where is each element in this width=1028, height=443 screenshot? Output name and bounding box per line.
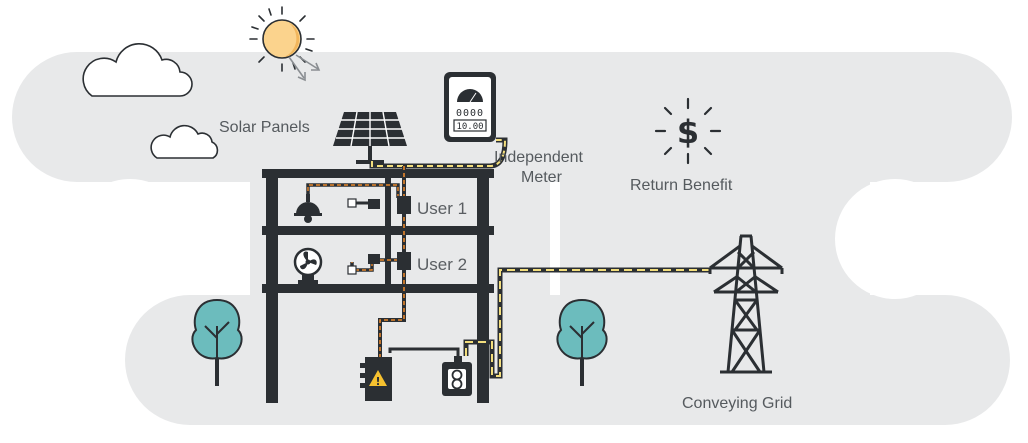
independent-meter-label-line2: Meter xyxy=(521,169,562,186)
sun-ray-arrow-icon xyxy=(288,54,321,82)
solar-panels-label: Solar Panels xyxy=(219,119,310,136)
conveying-grid-label: Conveying Grid xyxy=(682,395,793,412)
transformer-icon xyxy=(442,356,472,396)
svg-text:!: ! xyxy=(375,375,380,388)
independent-meter-icon: 0000 10.00 xyxy=(444,72,496,142)
fan-icon xyxy=(293,247,323,284)
return-benefit-label: Return Benefit xyxy=(630,177,733,194)
sun-icon xyxy=(249,6,315,72)
user-1-label: User 1 xyxy=(417,199,468,218)
meter-reading: 10.00 xyxy=(456,122,483,132)
power-cable xyxy=(306,137,710,379)
cloud-icon xyxy=(150,124,219,159)
transmission-tower-icon xyxy=(708,234,784,374)
meter-dots: 0000 xyxy=(456,108,484,119)
lamp-icon xyxy=(294,194,322,223)
junction-box xyxy=(347,196,411,275)
dollar-benefit-icon xyxy=(654,97,722,165)
user-2-label: User 2 xyxy=(417,255,468,274)
dollar-symbol: $ xyxy=(677,113,699,151)
independent-meter-label-line1: Independent xyxy=(494,149,583,166)
inverter-box-icon: ! xyxy=(360,357,392,401)
cloud-icon xyxy=(82,42,193,97)
tree-icon xyxy=(191,298,243,386)
tree-icon xyxy=(556,298,608,386)
